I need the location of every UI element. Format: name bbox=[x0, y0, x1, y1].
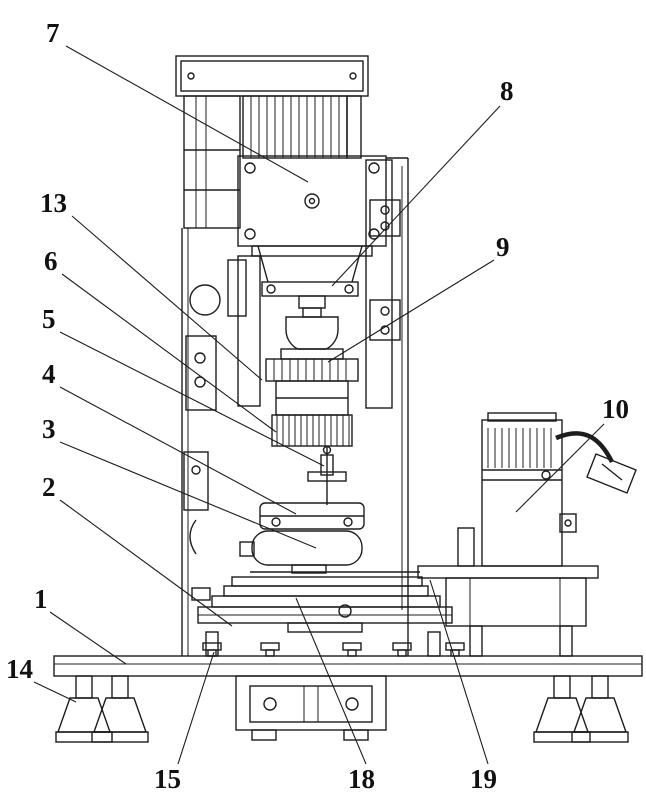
leader-18 bbox=[295, 597, 367, 765]
leveling-feet bbox=[55, 675, 629, 743]
leader-1 bbox=[49, 611, 127, 665]
under-base-box bbox=[235, 675, 387, 741]
leader-4 bbox=[59, 386, 297, 515]
ref-label-18: 18 bbox=[348, 764, 375, 794]
leader-13 bbox=[71, 215, 263, 381]
leader-lines bbox=[33, 45, 605, 765]
ref-label-5: 5 bbox=[42, 304, 56, 334]
leader-15 bbox=[177, 651, 215, 765]
ref-label-2: 2 bbox=[42, 472, 56, 502]
ref-label-15: 15 bbox=[154, 764, 181, 794]
cable-connector bbox=[586, 453, 637, 494]
ref-label-14: 14 bbox=[6, 654, 33, 684]
column-frame bbox=[181, 95, 409, 656]
side-motor-unit bbox=[417, 412, 637, 657]
reference-labels: 7 8 13 6 9 5 4 3 10 2 1 14 15 18 19 bbox=[6, 18, 629, 794]
guide-rails bbox=[227, 159, 401, 409]
ref-label-6: 6 bbox=[44, 246, 58, 276]
leader-19 bbox=[429, 579, 489, 765]
leader-7 bbox=[65, 45, 309, 183]
base-plate bbox=[53, 642, 643, 677]
ref-label-10: 10 bbox=[602, 394, 629, 424]
machine-drawing bbox=[53, 55, 643, 743]
ref-label-9: 9 bbox=[496, 232, 510, 262]
leader-3 bbox=[59, 441, 317, 549]
motor-cable bbox=[555, 431, 615, 464]
ref-label-7: 7 bbox=[46, 18, 60, 48]
leader-2 bbox=[59, 499, 233, 627]
ref-label-4: 4 bbox=[42, 359, 56, 389]
mounting-plate bbox=[237, 155, 387, 257]
leader-14 bbox=[33, 681, 77, 703]
ref-label-1: 1 bbox=[34, 584, 48, 614]
leader-5 bbox=[59, 331, 325, 467]
ref-label-19: 19 bbox=[470, 764, 497, 794]
tool-clamp-assembly bbox=[239, 445, 365, 574]
leader-9 bbox=[327, 259, 495, 363]
ref-label-13: 13 bbox=[40, 188, 67, 218]
leader-10 bbox=[515, 423, 605, 513]
leader-8 bbox=[331, 105, 501, 287]
top-motor-assembly bbox=[175, 55, 369, 159]
ref-label-3: 3 bbox=[42, 414, 56, 444]
spindle-head-assembly bbox=[257, 245, 363, 447]
worktable-stack bbox=[197, 571, 453, 657]
ref-label-8: 8 bbox=[500, 76, 514, 106]
leader-6 bbox=[61, 273, 277, 433]
